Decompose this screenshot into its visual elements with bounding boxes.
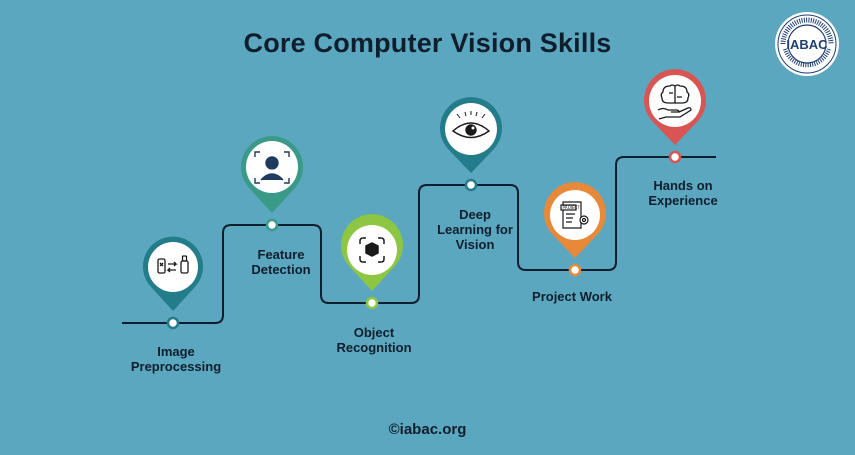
svg-text:PROJECT: PROJECT — [563, 205, 581, 210]
pin-feature-detection — [240, 136, 303, 232]
brain-hand-icon — [657, 84, 692, 120]
step-label-hands-on: Hands on Experience — [648, 178, 718, 208]
page-title: Core Computer Vision Skills — [243, 28, 612, 58]
project-document-icon: PROJECT — [560, 201, 589, 229]
eye-icon — [451, 111, 491, 139]
pin-deep-learning — [440, 97, 502, 192]
cube-scan-icon — [359, 237, 385, 263]
connector-path — [122, 156, 716, 324]
iabac-logo: IABAC — [775, 12, 839, 76]
pin-project-work: PROJECT — [544, 182, 606, 277]
image-transform-icon — [157, 255, 189, 274]
logo-text: IABAC — [786, 37, 828, 52]
step-label-project-work: Project Work — [532, 289, 612, 304]
step-label-deep-learning: Deep Learning for Vision — [437, 207, 513, 252]
footer-credit: ©iabac.org — [388, 421, 467, 438]
step-label-object-recognition: Object Recognition — [336, 325, 412, 355]
step-label-image-preprocessing: Image Preprocessing — [130, 344, 222, 374]
pin-hands-on — [644, 69, 706, 164]
step-label-feature-detection: Feature Detection — [251, 247, 311, 277]
pin-object-recognition — [341, 214, 403, 310]
face-scan-icon — [254, 151, 290, 184]
pin-image-preprocessing — [143, 236, 204, 330]
